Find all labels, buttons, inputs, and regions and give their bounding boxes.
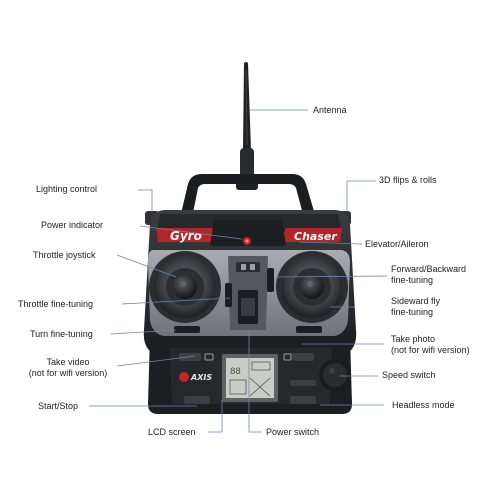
brand-left-text: Gyro [170, 229, 202, 243]
throttle-joystick[interactable] [149, 251, 221, 323]
carry-handle [180, 174, 316, 218]
callout-take-video: Take video (not for wifi version) [28, 357, 108, 378]
svg-text:AXIS: AXIS [190, 373, 212, 382]
callout-power-indicator: Power indicator [41, 220, 104, 230]
lcd-screen: 88 [222, 354, 278, 402]
callout-take-photo: Take photo (not for wifi version) [391, 334, 470, 355]
antenna [236, 62, 258, 190]
axis-logo: AXIS [179, 372, 212, 382]
left-brand-band [156, 228, 222, 242]
callout-throttle-joystick: Throttle joystick [33, 250, 96, 260]
right-brand-band [280, 228, 342, 242]
callout-turn-fine-tuning: Turn fine-tuning [30, 329, 93, 339]
svg-text:88: 88 [230, 367, 241, 377]
callout-forward-backward-fine-tuning: Forward/Backward fine-tuning [391, 264, 467, 285]
callout-speed-switch: Speed switch [382, 370, 436, 380]
callout-power-switch: Power switch [266, 427, 320, 437]
leader-lines [89, 109, 388, 433]
callout-3d-flips-rolls: 3D flips & rolls [379, 175, 437, 185]
speed-switch-dial[interactable] [319, 359, 351, 391]
callout-lcd-screen: LCD screen [148, 427, 196, 437]
sideward-fine-tuning-tab[interactable] [296, 326, 322, 333]
brand-right-text: Chaser [294, 230, 337, 243]
callout-elevator-aileron: Elevator/Aileron [365, 239, 429, 249]
callout-sideward-fine-tuning: Sideward fly fine-tuning [391, 296, 441, 317]
throttle-fine-tuning-tab[interactable] [225, 283, 232, 307]
callout-headless-mode: Headless mode [392, 400, 455, 410]
start-stop-button[interactable] [184, 396, 210, 404]
take-photo-button[interactable] [283, 353, 314, 361]
callout-antenna: Antenna [313, 105, 347, 115]
turn-fine-tuning-tab[interactable] [174, 326, 200, 333]
callout-throttle-fine-tuning: Throttle fine-tuning [18, 299, 94, 309]
elevator-aileron-joystick[interactable] [276, 251, 348, 323]
callout-lighting-control: Lighting control [36, 184, 98, 194]
callout-start-stop: Start/Stop [38, 401, 79, 411]
headless-mode-button[interactable] [290, 396, 316, 404]
forward-backward-fine-tuning-tab[interactable] [267, 268, 274, 292]
